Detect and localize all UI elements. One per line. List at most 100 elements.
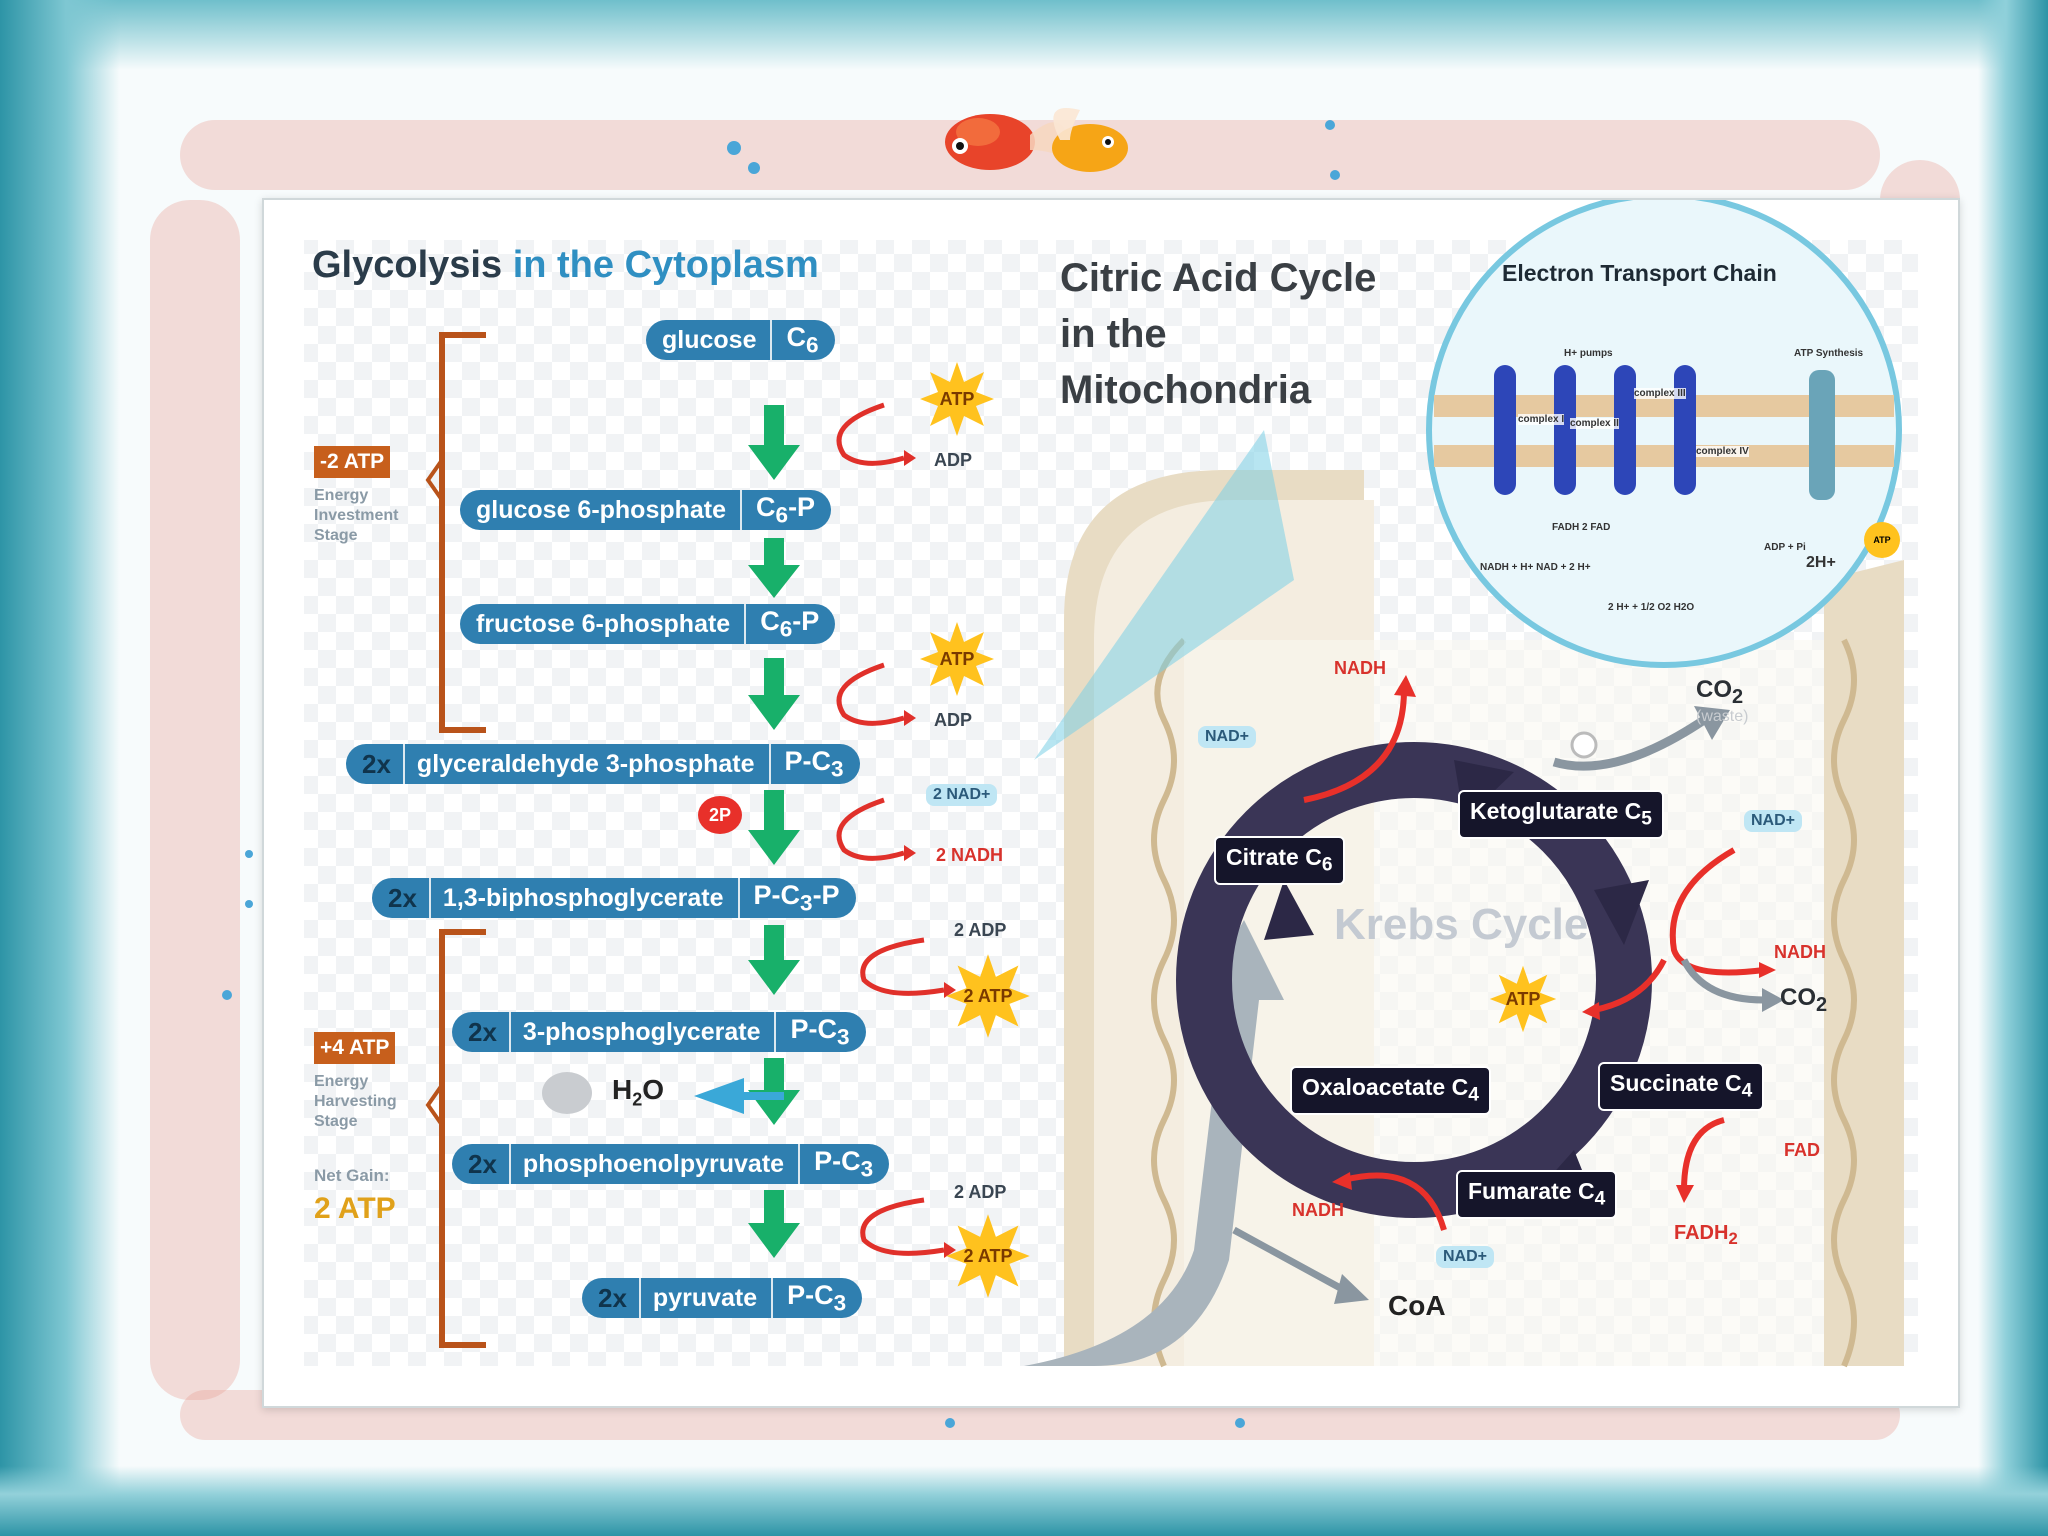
- glycolysis-title-main: Glycolysis: [312, 244, 503, 286]
- net-gain-label: Net Gain:: [314, 1166, 390, 1185]
- molecule-pill-glucose-6-phosphate: glucose 6-phosphate C6-P: [460, 490, 832, 530]
- atp-star-icon: 2 ATP: [944, 952, 1032, 1040]
- molecule-formula: C6: [786, 321, 819, 358]
- frame-top-border: [0, 0, 2048, 70]
- etc-adp-label: ADP + Pi: [1764, 542, 1806, 553]
- atp-star-icon: 2 ATP: [944, 1212, 1032, 1300]
- molecule-pill-glyceraldehyde-3-phosphate: 2x glyceraldehyde 3-phosphate P-C3: [346, 744, 860, 784]
- molecule-multiplier: 2x: [388, 882, 417, 913]
- etc-atp-icon: ATP: [1864, 522, 1900, 558]
- etc-complex-4-label: complex IV: [1696, 446, 1749, 457]
- molecule-pill-fructose-6-phosphate: fructose 6-phosphate C6-P: [460, 604, 836, 644]
- diagram-panel: Glycolysis in the Cytoplasm glucose C6 g…: [262, 198, 1960, 1408]
- two-adp-label: 2 ADP: [954, 920, 1007, 940]
- harvesting-stage-label: Energy Harvesting Stage: [314, 1073, 397, 1130]
- net-gain-value: 2 ATP: [314, 1192, 396, 1225]
- harvesting-atp-badge: +4 ATP: [314, 1032, 396, 1064]
- molecule-name: fructose 6-phosphate: [476, 609, 731, 638]
- etc-fadh-label: FADH 2 FAD: [1552, 522, 1611, 533]
- etc-complex-2-label: complex II: [1570, 418, 1619, 429]
- fad-label: FAD: [1784, 1140, 1820, 1160]
- molecule-formula: P-C3: [784, 745, 844, 782]
- nadh-label: NADH: [1774, 942, 1826, 962]
- molecule-pill-phosphoenolpyruvate: 2x phosphoenolpyruvate P-C3: [452, 1144, 890, 1184]
- etc-water-label: 2 H+ + 1/2 O2 H2O: [1608, 602, 1695, 613]
- coa-label: CoA: [1388, 1290, 1446, 1321]
- frame-left-border: [0, 0, 120, 1536]
- molecule-formula: P-C3: [787, 1279, 847, 1316]
- molecule-multiplier: 2x: [598, 1282, 627, 1313]
- krebs-succinate-box: Succinate C4: [1598, 1062, 1765, 1111]
- molecule-name: 3-phosphoglycerate: [522, 1017, 761, 1046]
- bubble-decoration: [945, 1418, 955, 1428]
- adp-label: ADP: [934, 450, 973, 470]
- molecule-name: glyceraldehyde 3-phosphate: [416, 749, 755, 778]
- two-nadh-label: 2 NADH: [936, 845, 1004, 865]
- molecule-formula: P-C3: [814, 1145, 874, 1182]
- investment-atp-badge: -2 ATP: [314, 446, 391, 478]
- etc-complex-3-label: complex III: [1634, 388, 1686, 399]
- atp-star-icon: ATP: [1488, 964, 1558, 1034]
- bubble-decoration: [245, 900, 253, 908]
- bubble-decoration: [1235, 1418, 1245, 1428]
- bubble-decoration: [222, 990, 232, 1000]
- molecule-pill-13-biphosphoglycerate: 2x 1,3-biphosphoglycerate P-C3-P: [372, 878, 856, 918]
- co2-label: CO2: [1780, 984, 1828, 1016]
- molecule-pill-3-phosphoglycerate: 2x 3-phosphoglycerate P-C3: [452, 1012, 866, 1052]
- molecule-formula: C6-P: [756, 491, 816, 528]
- waste-label: (waste): [1696, 708, 1749, 725]
- bubble-decoration: [1325, 120, 1335, 130]
- co2-waste-label: CO2: [1696, 676, 1744, 708]
- molecule-name: glucose 6-phosphate: [476, 495, 727, 524]
- adp-label: ADP: [934, 710, 973, 730]
- frame-bottom-border: [0, 1466, 2048, 1536]
- nadh-label: NADH: [1334, 658, 1386, 678]
- bubble-decoration: [727, 141, 741, 155]
- etc-synthesis-label: ATP Synthesis: [1794, 348, 1864, 359]
- molecule-name: 1,3-biphosphoglycerate: [442, 883, 724, 912]
- molecule-formula: P-C3-P: [753, 879, 840, 916]
- etc-2h-label: 2H+: [1806, 554, 1836, 571]
- bubble-decoration: [748, 162, 760, 174]
- krebs-ketoglutarate-box: Ketoglutarate C5: [1458, 790, 1664, 839]
- molecule-multiplier: 2x: [468, 1148, 497, 1179]
- etc-complex-1-label: complex I: [1518, 414, 1565, 425]
- nad-plus-label: NAD+: [1744, 810, 1803, 832]
- molecule-pill-pyruvate: 2x pyruvate P-C3: [582, 1278, 863, 1318]
- molecule-formula: C6-P: [760, 605, 820, 642]
- krebs-cycle-title: Krebs Cycle: [1334, 900, 1589, 949]
- molecule-multiplier: 2x: [468, 1016, 497, 1047]
- molecule-name: phosphoenolpyruvate: [522, 1149, 785, 1178]
- citric-acid-cycle-title: Citric Acid Cycle in the Mitochondria: [1060, 256, 1377, 412]
- bubble-decoration: [245, 850, 253, 858]
- two-nad-plus-label: 2 NAD+: [926, 784, 998, 806]
- frame-right-border: [1978, 0, 2048, 1536]
- molecule-pill-glucose: glucose C6: [646, 320, 835, 360]
- etc-pumps-label: H+ pumps: [1564, 348, 1613, 359]
- atp-star-icon: ATP: [918, 620, 996, 698]
- water-label: H2O: [612, 1074, 665, 1110]
- molecule-formula: P-C3: [790, 1013, 850, 1050]
- electron-transport-chain-title: Electron Transport Chain: [1502, 260, 1777, 286]
- nadh-label: NADH: [1292, 1200, 1344, 1220]
- pink-wave-left: [150, 200, 240, 1400]
- molecule-multiplier: 2x: [362, 748, 391, 779]
- two-phosphate-label: 2P: [698, 796, 742, 834]
- glycolysis-title-location: in the Cytoplasm: [512, 244, 819, 286]
- two-adp-label: 2 ADP: [954, 1182, 1007, 1202]
- molecule-name: pyruvate: [652, 1283, 758, 1312]
- krebs-oxaloacetate-box: Oxaloacetate C4: [1290, 1066, 1491, 1115]
- atp-star-icon: ATP: [918, 360, 996, 438]
- investment-stage-label: Energy Investment Stage: [314, 487, 399, 544]
- krebs-fumarate-box: Fumarate C4: [1456, 1170, 1618, 1219]
- nad-plus-label: NAD+: [1198, 726, 1257, 748]
- molecule-name: glucose: [662, 325, 757, 354]
- water-molecule-icon: [542, 1072, 592, 1114]
- fadh2-label: FADH2: [1674, 1222, 1738, 1248]
- etc-nadh-label: NADH + H+ NAD + 2 H+: [1480, 562, 1591, 573]
- nad-plus-label: NAD+: [1436, 1246, 1495, 1268]
- glycolysis-title: Glycolysis in the Cytoplasm: [312, 244, 819, 287]
- krebs-citrate-box: Citrate C6: [1214, 836, 1345, 885]
- goldfish-icon: [945, 108, 1128, 172]
- bubble-decoration: [1330, 170, 1340, 180]
